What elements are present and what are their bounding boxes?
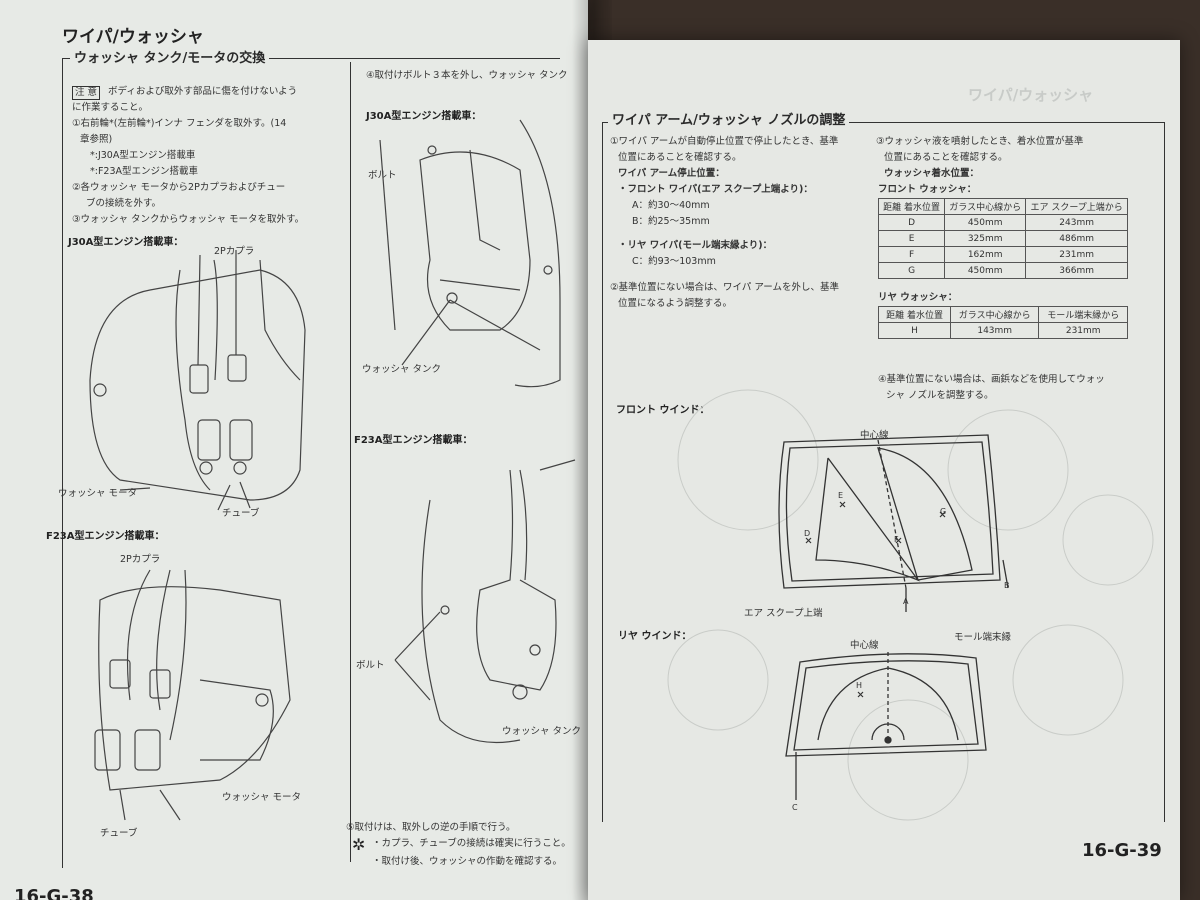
column-divider xyxy=(350,62,352,862)
step-line: 位置にあることを確認する。 xyxy=(884,152,1008,163)
center-line-label: 中心線 xyxy=(850,640,879,651)
step-line: ④取付けボルト３本を外し、ウォッシャ タンク xyxy=(366,70,568,81)
divider xyxy=(62,58,560,60)
frame-left xyxy=(602,122,604,822)
step-line: ⑤取付けは、取外しの逆の手順で行う。 xyxy=(346,822,516,833)
page-number-left: 16-G-38 xyxy=(14,886,94,900)
step-line: 章参照) xyxy=(80,134,113,145)
table-cell: G xyxy=(877,262,946,279)
table-row: F 162mm 231mm xyxy=(877,246,1128,263)
point-label-c: C xyxy=(792,803,798,812)
windshield-diagrams xyxy=(667,389,1154,821)
molding-label: モール端末縁 xyxy=(954,632,1012,643)
air-scoop-label: エア スクープ上端 xyxy=(744,608,823,619)
rear-washer-table: 距離 着水位置 ガラス中心線から モール端末縁から H 143mm 231mm xyxy=(877,306,1128,339)
right-manual-page: ワイパ/ウォッシャ ワイパ アーム/ウォッシャ ノズルの調整 ①ワイパ アームが… xyxy=(588,40,1180,900)
frame-right xyxy=(1164,122,1166,822)
step-line: *:F23A型エンジン搭載車 xyxy=(90,166,199,177)
caption-f23a-right: F23A型エンジン搭載車： xyxy=(354,435,473,446)
asterisk-mark: ✲ xyxy=(352,835,366,854)
table-cell: 366mm xyxy=(1025,262,1128,279)
divider xyxy=(602,122,1164,124)
table-row: H 143mm 231mm xyxy=(877,322,1128,339)
point-label-b: B xyxy=(1004,581,1010,590)
note-line: ・取付け後、ウォッシャの作動を確認する。 xyxy=(372,856,563,867)
page-number-right: 16-G-39 xyxy=(1082,840,1162,861)
label-washer-motor: ウォッシャ モータ xyxy=(222,792,302,803)
label-washer-tank: ウォッシャ タンク xyxy=(502,726,582,737)
table-cell: 143mm xyxy=(950,322,1040,339)
caption-f23a-left: F23A型エンジン搭載車： xyxy=(46,531,165,542)
label-tube: チューブ xyxy=(222,508,260,519)
table-cell: H xyxy=(877,322,952,339)
step-line: ①ワイパ アームが自動停止位置で停止したとき、基準 xyxy=(610,136,839,147)
rear-window-label: リヤ ウインド： xyxy=(618,631,692,642)
note-line: ・カプラ、チューブの接続は確実に行うこと。 xyxy=(372,838,571,849)
front-a-value: A：約30〜40mm xyxy=(632,200,710,211)
step-line: に作業すること。 xyxy=(72,102,149,113)
left-page-illustrations xyxy=(89,119,576,821)
point-label-e: E xyxy=(838,491,844,500)
table-row: E 325mm 486mm xyxy=(877,230,1128,247)
front-wiper-label: ・フロント ワイパ(エア スクープ上端より)： xyxy=(618,184,813,195)
step-line: 位置になるよう調整する。 xyxy=(618,298,733,309)
label-washer-motor: ウォッシャ モータ xyxy=(58,488,138,499)
page-title: ワイパ/ウォッシャ xyxy=(62,27,204,47)
point-label-h: H xyxy=(856,681,863,690)
step-line: 位置にあることを確認する。 xyxy=(618,152,742,163)
step-line: ③ウォッシャ タンクからウォッシャ モータを取外す。 xyxy=(72,214,305,225)
stop-position-title: ワイパ アーム停止位置： xyxy=(618,168,725,179)
table-row: G 450mm 366mm xyxy=(877,262,1128,279)
front-washer-table: 距離 着水位置 ガラス中心線から エア スクープ上端から D 450mm 243… xyxy=(877,198,1128,279)
step-line: ブの接続を外す。 xyxy=(86,198,162,209)
label-tube: チューブ xyxy=(100,828,138,839)
point-label-g: G xyxy=(940,507,947,516)
section-title: ウォッシャ タンク/モータの交換 xyxy=(70,52,270,66)
center-line-label: 中心線 xyxy=(860,430,889,441)
impact-title: ウォッシャ着水位置： xyxy=(884,168,980,179)
step-line: ①右前輪*(左前輪*)インナ フェンダを取外す。(14 xyxy=(72,118,287,129)
label-2p-coupler: 2Pカプラ xyxy=(214,246,255,257)
label-2p-coupler: 2Pカプラ xyxy=(120,554,161,565)
step-line: ボディおよび取外す部品に傷を付けないよう xyxy=(108,86,298,97)
table-cell: D xyxy=(877,214,946,231)
table-cell: 450mm xyxy=(944,262,1027,279)
step-line: ②各ウォッシャ モータから2Pカプラおよびチュー xyxy=(72,182,286,193)
point-label-d: D xyxy=(804,529,811,538)
label-washer-tank: ウォッシャ タンク xyxy=(362,364,442,375)
step-line: シャ ノズルを調整する。 xyxy=(886,390,994,401)
rear-washer-label: リヤ ウォッシャ： xyxy=(878,292,958,303)
caption-j30a-right: J30A型エンジン搭載車： xyxy=(366,111,482,122)
section-title: ワイパ アーム/ウォッシャ ノズルの調整 xyxy=(608,114,850,128)
caution-tag: 注 意 xyxy=(72,86,101,100)
step-line: ②基準位置にない場合は、ワイパ アームを外し、基準 xyxy=(610,282,839,293)
rear-wiper-label: ・リヤ ワイパ(モール端末縁より)： xyxy=(618,240,773,251)
step-line: *:J30A型エンジン搭載車 xyxy=(90,150,196,161)
caption-j30a-left: J30A型エンジン搭載車： xyxy=(68,237,184,248)
rear-c-value: C：約93〜103mm xyxy=(632,256,716,267)
frame-left xyxy=(62,58,64,868)
left-manual-page: ワイパ/ウォッシャ ウォッシャ タンク/モータの交換 注 意 ボディおよび取外す… xyxy=(0,0,588,900)
label-bolt: ボルト xyxy=(356,660,385,671)
step-line: ④基準位置にない場合は、画鋲などを使用してウォッ xyxy=(878,374,1105,385)
table-cell: 231mm xyxy=(1038,322,1128,339)
step-line: ③ウォッシャ液を噴射したとき、着水位置が基準 xyxy=(876,136,1084,147)
ghost-header: ワイパ/ウォッシャ xyxy=(968,86,1094,104)
front-washer-label: フロント ウォッシャ： xyxy=(878,184,977,195)
front-b-value: B：約25〜35mm xyxy=(632,216,710,227)
front-window-label: フロント ウインド： xyxy=(616,405,710,416)
